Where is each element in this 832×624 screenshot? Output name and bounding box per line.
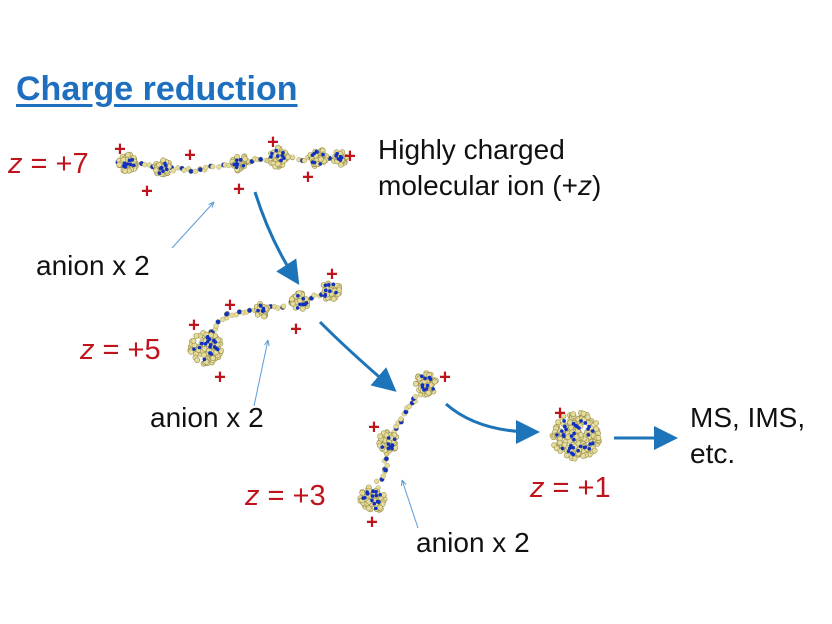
plus-sign: + (326, 263, 338, 285)
output-line-2: etc. (690, 438, 736, 469)
plus-sign: + (184, 144, 196, 166)
plus-sign: + (224, 294, 236, 316)
description-line-1: Highly charged (378, 134, 565, 165)
anion-pointer (171, 201, 215, 249)
plus-sign: + (114, 138, 126, 160)
molecular-ions (115, 144, 602, 513)
plus-sign: + (344, 145, 356, 167)
arrow-z7-to-z5 (253, 191, 300, 286)
charge-label-z1: z = +1 (530, 472, 611, 505)
anion-pointer-head (267, 339, 270, 346)
charge-plus-signs: + + + + + + + + + + + + + + + + (114, 131, 566, 533)
plus-sign: + (290, 318, 302, 340)
z-symbol: z (245, 480, 260, 512)
z-value: = +3 (259, 480, 326, 512)
anion-pointer-head (211, 201, 215, 208)
anion-pointer-head (401, 479, 407, 485)
ion-description: Highly charged molecular ion (+z) (378, 132, 601, 204)
plus-sign: + (233, 178, 245, 200)
plus-sign: + (439, 366, 451, 388)
plus-sign: + (267, 131, 279, 153)
page-title: Charge reduction (16, 70, 298, 108)
anion-label: anion x 2 (150, 402, 264, 433)
charge-label-z5: z = +5 (80, 334, 161, 367)
z-symbol: z (530, 472, 545, 504)
plus-sign: + (554, 402, 566, 424)
anion-pointer-head (264, 339, 269, 346)
output-line-1: MS, IMS, (690, 402, 806, 433)
z-value: = +7 (22, 148, 89, 180)
ion-z1 (549, 409, 602, 462)
anion-pointer (401, 479, 419, 529)
ion-z7 (115, 144, 350, 178)
plus-sign: + (366, 511, 378, 533)
plus-sign: + (188, 314, 200, 336)
anion-pointer (253, 339, 269, 407)
arrow-z3-to-z1 (445, 402, 540, 444)
z-value: = +5 (94, 334, 161, 366)
arrow-z5-to-z3 (318, 320, 397, 392)
ion-z5 (187, 280, 343, 367)
z-value: = +1 (544, 472, 611, 504)
plus-sign: + (302, 166, 314, 188)
plus-sign: + (368, 416, 380, 438)
ion-z3 (357, 370, 439, 513)
z-symbol: z (8, 148, 23, 180)
description-line-2: molecular ion (+z) (378, 170, 602, 201)
anion-label: anion x 2 (416, 527, 530, 558)
reduction-arrows (253, 191, 678, 450)
output-label: MS, IMS, etc. (690, 400, 805, 472)
anion-label: anion x 2 (36, 250, 150, 281)
plus-sign: + (214, 366, 226, 388)
plus-sign: + (141, 180, 153, 202)
anion-pointer-head (208, 201, 215, 205)
charge-label-z3: z = +3 (245, 480, 326, 513)
z-symbol: z (80, 334, 95, 366)
anion-pointer-lines (171, 201, 419, 529)
charge-label-z7: z = +7 (8, 148, 89, 181)
